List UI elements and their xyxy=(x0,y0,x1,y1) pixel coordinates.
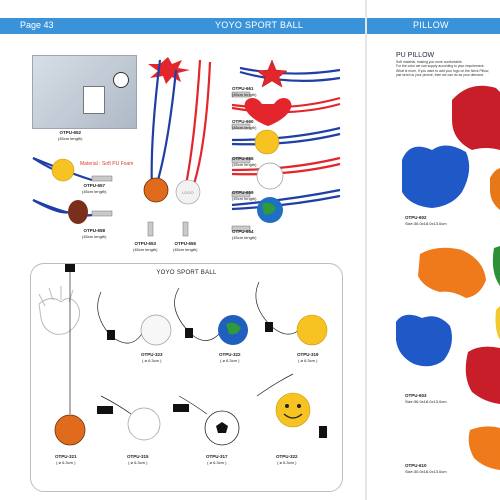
wrist-straps xyxy=(97,322,327,438)
product-label: OTPU-652(45cm length) xyxy=(58,130,83,141)
red-pillow-icon xyxy=(465,346,500,404)
product-label: OTPU-658(45cm length) xyxy=(82,228,107,239)
lanyard-cords xyxy=(32,59,341,217)
id-badge-icon xyxy=(83,86,105,114)
soccer-ball-icon xyxy=(113,72,129,88)
heart-ball-icon xyxy=(244,97,292,126)
panel-title: YOYO SPORT BALL xyxy=(156,270,217,276)
product-label: OTPU-315( ø 6.3cm ) xyxy=(127,454,149,465)
header-bar: Page 43 YOYO SPORT BALL PILLOW xyxy=(0,18,500,34)
material-note: Material : Soft PU Foam xyxy=(80,161,134,167)
product-label: OTPU-657(45cm length) xyxy=(82,183,107,194)
product-label: OTPU-319( ø 6.3cm ) xyxy=(297,352,319,363)
basketball-icon xyxy=(54,414,86,446)
product-label: OTPU-655(45cm length) xyxy=(173,241,198,252)
yellow-ball-icon xyxy=(51,158,75,182)
product-label: OTPU-660(45cm length) xyxy=(232,119,257,130)
page-spine xyxy=(365,0,367,500)
product-label: OTPU-656(45cm length) xyxy=(232,156,257,167)
logo-text: LOGO xyxy=(182,190,194,195)
baseball-icon xyxy=(140,314,172,346)
product-label: OTPU-322( ø 6.3cm ) xyxy=(276,454,298,465)
product-label: OTPU-321( ø 6.3cm ) xyxy=(55,454,77,465)
product-label: OTPU-661(45cm length) xyxy=(232,86,257,97)
finger-loop-icon xyxy=(65,264,75,272)
page-number: Page 43 xyxy=(20,20,54,30)
smiley-ball-icon xyxy=(275,392,311,428)
product-label: OTPU-322( ø 6.3cm ) xyxy=(219,352,241,363)
hand-icon xyxy=(38,286,81,335)
product-label: OTPU-654(45cm length) xyxy=(232,229,257,240)
metal-clips xyxy=(91,91,251,237)
pillow-heading: PU PILLOW xyxy=(396,52,435,59)
orange-pillow-icon xyxy=(468,426,500,470)
basketball-icon xyxy=(143,177,169,203)
left-section-title: YOYO SPORT BALL xyxy=(215,20,304,30)
yoyo-artwork xyxy=(38,264,328,446)
product-label: OTPU-653(45cm length) xyxy=(133,241,158,252)
white-ball-icon xyxy=(127,407,161,441)
smiley-ball-icon xyxy=(254,129,280,155)
right-section-title: PILLOW xyxy=(413,20,449,30)
blue-pillow-icon xyxy=(402,145,470,208)
product-label: OTPU-317( ø 6.3cm ) xyxy=(206,454,228,465)
product-label: OTPU-323( ø 6.3cm ) xyxy=(141,352,163,363)
baseball-icon xyxy=(256,162,284,190)
hot-star-icon xyxy=(148,57,190,84)
blue-pillow-icon xyxy=(396,314,452,367)
rugby-ball-icon xyxy=(68,200,88,224)
pillow-description: Soft material, making you more comfortab… xyxy=(396,60,490,78)
lanyard-photo xyxy=(32,55,137,129)
golf-logo-ball-icon xyxy=(175,179,201,205)
product-label: OTPU-659(45cm length) xyxy=(232,190,257,201)
yoyo-panel: YOYO SPORT BALL xyxy=(30,263,343,492)
star-ball-icon xyxy=(256,59,288,88)
red-pillow-icon xyxy=(452,85,500,150)
yellow-ball-icon xyxy=(296,314,328,346)
orange-pillow-icon xyxy=(418,247,486,298)
